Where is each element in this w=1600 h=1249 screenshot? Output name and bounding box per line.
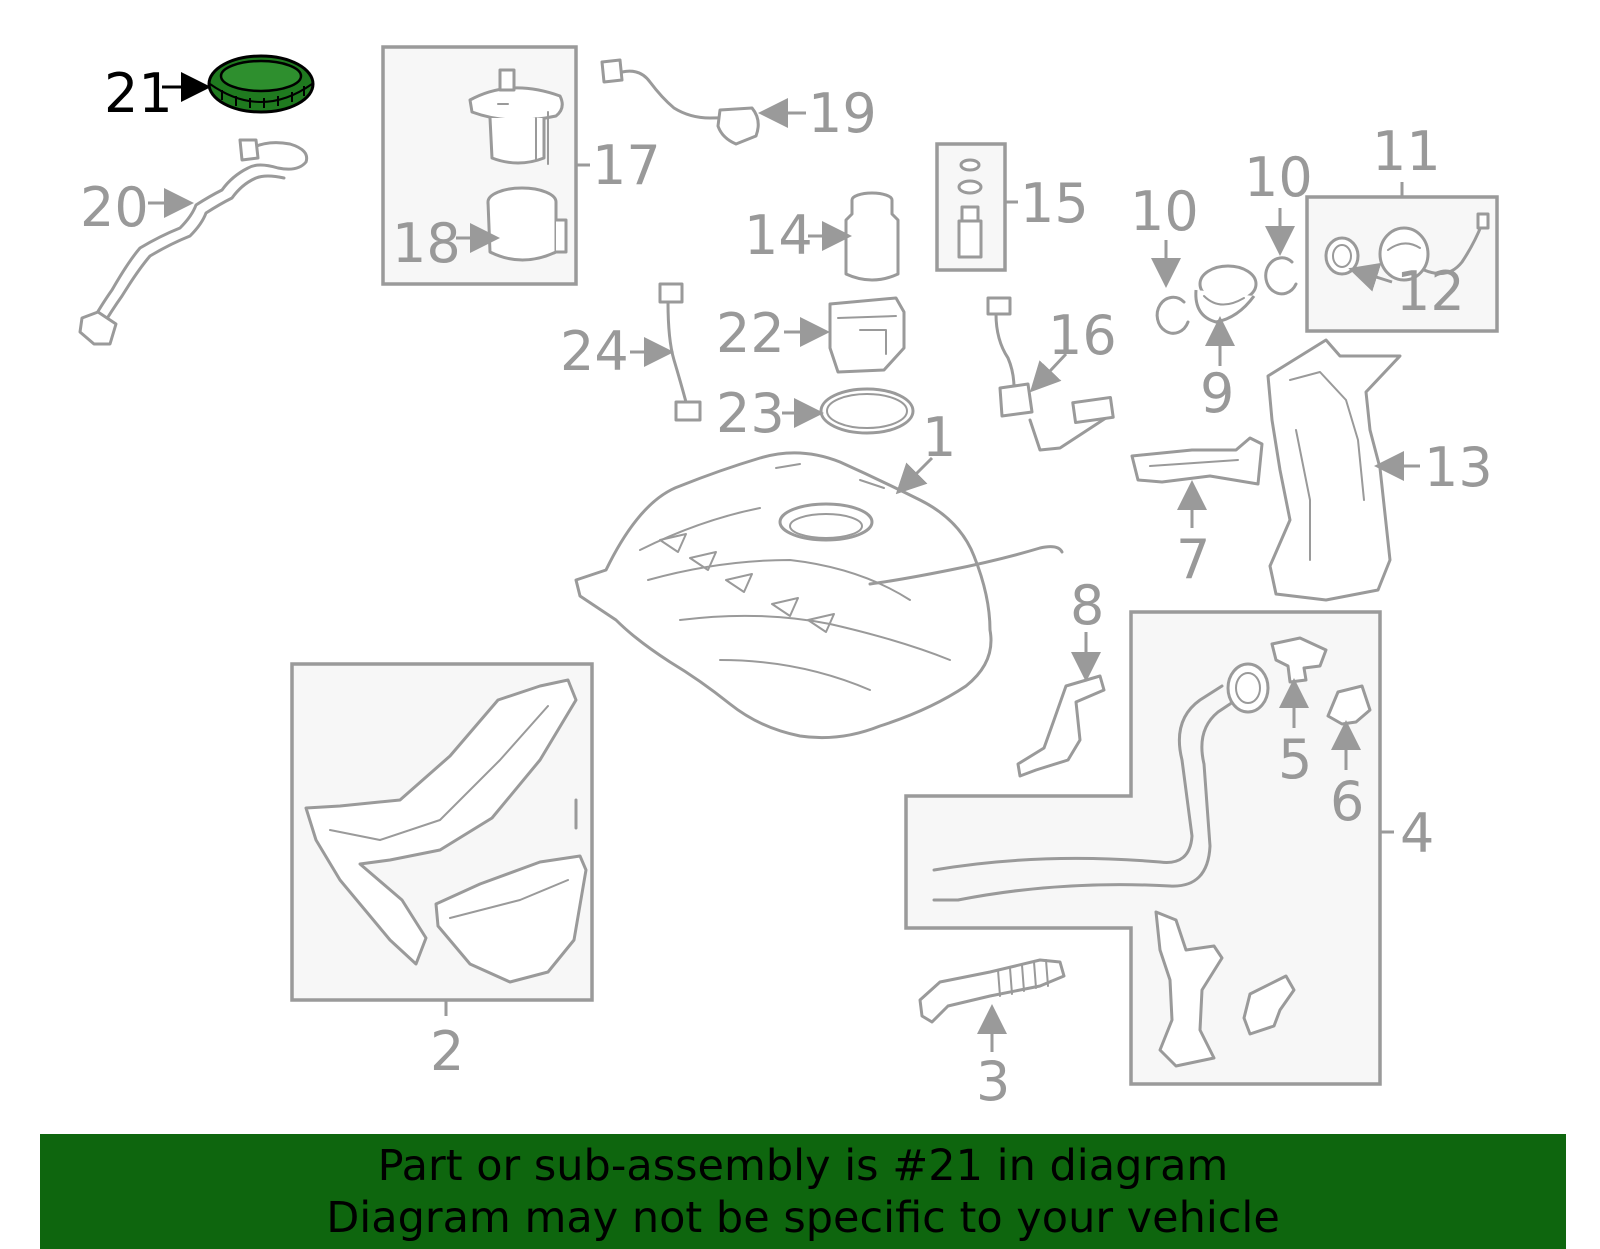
part-2-cover: [304, 678, 588, 984]
part-4-filler-pipe: [932, 662, 1296, 1068]
part-10-clip-a: [1155, 295, 1190, 335]
part-17-pump-module: [468, 68, 564, 165]
arrow-12: [1348, 262, 1393, 292]
part-18-filter: [486, 186, 568, 262]
callout-8: 8: [1070, 574, 1104, 637]
callout-16: 16: [1048, 304, 1117, 367]
callout-13: 13: [1424, 436, 1493, 499]
banner-line-1: Part or sub-assembly is #21 in diagram: [377, 1140, 1229, 1191]
part-21-ring: [207, 54, 315, 114]
arrow-16: [1029, 352, 1068, 393]
callout-19: 19: [808, 82, 877, 145]
callout-1: 1: [922, 406, 956, 469]
callout-11: 11: [1372, 120, 1441, 183]
callout-21: 21: [104, 62, 173, 125]
part-24-sensor: [658, 282, 702, 422]
part-3-hose: [918, 958, 1066, 1024]
part-22-bracket: [828, 296, 906, 374]
part-10-clip-b: [1264, 256, 1298, 296]
callout-2: 2: [430, 1020, 464, 1083]
callout-24: 24: [560, 320, 629, 383]
banner-line-2: Diagram may not be specific to your vehi…: [326, 1192, 1280, 1243]
callout-9: 9: [1200, 362, 1234, 425]
callout-22: 22: [716, 302, 785, 365]
callout-23: 23: [716, 382, 785, 445]
box-4: [904, 610, 1382, 1086]
callout-15: 15: [1020, 172, 1089, 235]
part-15-seals: [957, 158, 983, 259]
arrow-1: [895, 456, 934, 495]
callout-4: 4: [1400, 802, 1434, 865]
part-11-cap: [1378, 212, 1490, 282]
callout-20: 20: [80, 176, 149, 239]
info-banner: Part or sub-assembly is #21 in diagram D…: [40, 1134, 1566, 1249]
callout-10a: 10: [1130, 180, 1199, 243]
part-13-shield: [1266, 338, 1402, 602]
part-14-cylinder: [844, 191, 900, 282]
callout-10b: 10: [1244, 146, 1313, 209]
part-16-sender: [986, 296, 1115, 452]
callout-6: 6: [1330, 770, 1364, 833]
part-19-harness: [600, 58, 760, 146]
callout-17: 17: [592, 134, 661, 197]
part-23-gasket: [819, 387, 915, 435]
callout-18: 18: [392, 212, 461, 275]
part-12-seal-inner: [1332, 244, 1352, 268]
callout-3: 3: [976, 1050, 1010, 1113]
part-8-strap: [1016, 674, 1106, 778]
part-12-seal: [1324, 236, 1360, 276]
callout-5: 5: [1278, 728, 1312, 791]
part-20-tube: [78, 138, 309, 346]
part-5-clamp: [1270, 636, 1328, 684]
callout-12: 12: [1396, 260, 1465, 323]
part-23-gasket-inner: [826, 393, 908, 429]
callout-14: 14: [744, 204, 813, 267]
callout-7: 7: [1176, 528, 1210, 591]
part-1-fuel-tank: [574, 451, 1064, 740]
part-9-hose: [1194, 264, 1258, 324]
part-7-bracket: [1130, 436, 1264, 486]
